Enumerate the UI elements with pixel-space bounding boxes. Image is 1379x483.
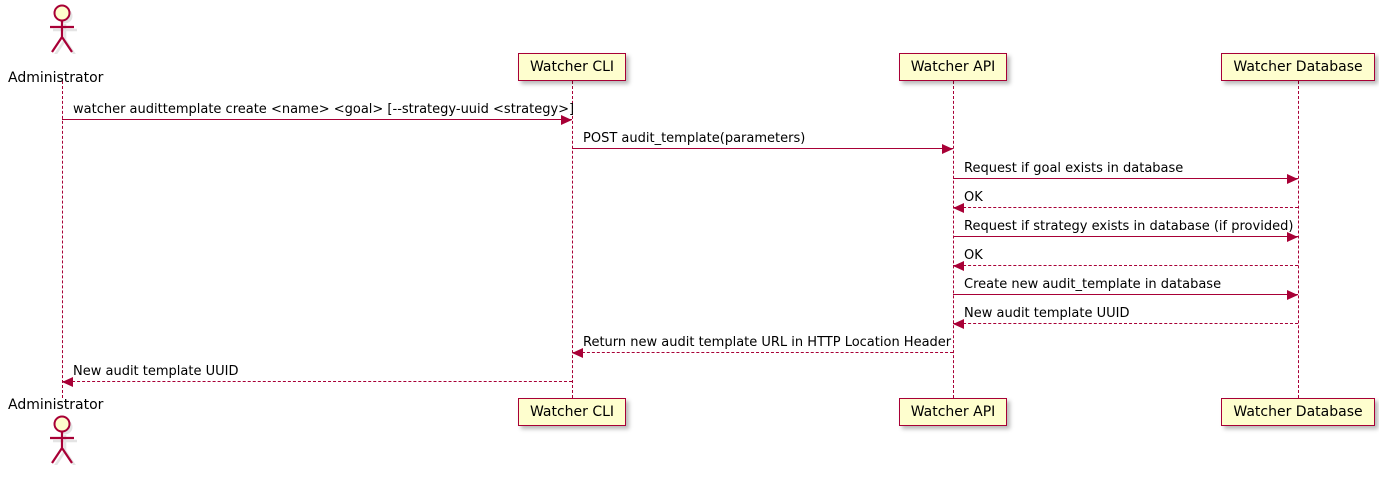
message-line-2 — [572, 148, 953, 149]
message-line-1 — [62, 119, 572, 120]
message-arrowhead-6 — [953, 261, 964, 271]
lifeline-watcher-cli — [572, 81, 573, 398]
message-arrowhead-2 — [942, 144, 953, 154]
message-arrowhead-1 — [561, 115, 572, 125]
message-arrowhead-5 — [1287, 232, 1298, 242]
message-arrowhead-10 — [62, 377, 73, 387]
message-label-3: Request if goal exists in database — [964, 161, 1184, 176]
lifeline-watcher-db — [1298, 81, 1299, 398]
message-label-10: New audit template UUID — [73, 364, 239, 379]
message-arrowhead-9 — [572, 348, 583, 358]
message-line-7 — [953, 294, 1298, 295]
actor-label-administrator-bottom: Administrator — [8, 397, 104, 413]
message-arrowhead-8 — [953, 319, 964, 329]
lifeline-watcher-api — [953, 81, 954, 398]
message-line-3 — [953, 178, 1298, 179]
participant-box-watcher-api-top[interactable]: Watcher API — [898, 53, 1008, 81]
actor-label-administrator-top: Administrator — [8, 70, 104, 86]
actor-figure-administrator — [41, 2, 83, 56]
message-label-1: watcher audittemplate create <name> <goa… — [73, 102, 575, 117]
message-line-5 — [953, 236, 1298, 237]
participant-box-watcher-cli-top[interactable]: Watcher CLI — [517, 53, 627, 81]
message-label-2: POST audit_template(parameters) — [583, 131, 806, 146]
message-label-9: Return new audit template URL in HTTP Lo… — [583, 335, 952, 350]
message-label-5: Request if strategy exists in database (… — [964, 219, 1294, 234]
message-line-8 — [953, 323, 1298, 324]
message-label-6: OK — [964, 248, 983, 263]
participant-box-watcher-db-bottom[interactable]: Watcher Database — [1221, 398, 1375, 426]
participant-box-watcher-db-top[interactable]: Watcher Database — [1221, 53, 1375, 81]
message-arrowhead-3 — [1287, 174, 1298, 184]
message-line-4 — [953, 207, 1298, 208]
message-line-10 — [62, 381, 572, 382]
message-arrowhead-7 — [1287, 290, 1298, 300]
actor-figure-administrator-bottom — [41, 413, 83, 467]
lifeline-administrator — [62, 81, 63, 398]
message-line-9 — [572, 352, 953, 353]
message-label-8: New audit template UUID — [964, 306, 1130, 321]
participant-box-watcher-cli-bottom[interactable]: Watcher CLI — [517, 398, 627, 426]
message-line-6 — [953, 265, 1298, 266]
participant-box-watcher-api-bottom[interactable]: Watcher API — [898, 398, 1008, 426]
message-label-7: Create new audit_template in database — [964, 277, 1222, 292]
message-label-4: OK — [964, 190, 983, 205]
message-arrowhead-4 — [953, 203, 964, 213]
